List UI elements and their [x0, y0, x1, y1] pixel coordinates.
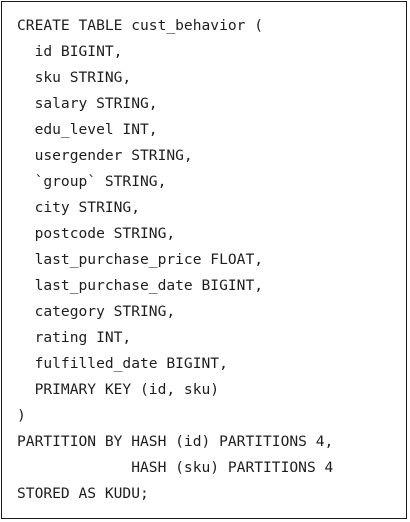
code-line-partition-by-sku: HASH (sku) PARTITIONS 4 [17, 459, 334, 476]
code-line-column-usergender: usergender STRING, [17, 147, 193, 164]
code-line-column-id: id BIGINT, [17, 43, 123, 60]
code-line-primary-key: PRIMARY KEY (id, sku) [17, 381, 220, 398]
code-line-column-sku: sku STRING, [17, 69, 132, 86]
code-line-column-city: city STRING, [17, 199, 141, 216]
code-line-column-last-purchase-date: last_purchase_date BIGINT, [17, 277, 264, 294]
code-line-column-postcode: postcode STRING, [17, 225, 176, 242]
sql-code-block: CREATE TABLE cust_behavior ( id BIGINT, … [17, 13, 333, 507]
code-line-close-paren: ) [17, 407, 26, 424]
code-line-column-fulfilled-date: fulfilled_date BIGINT, [17, 355, 228, 372]
code-line-column-rating: rating INT, [17, 329, 132, 346]
code-line-column-salary: salary STRING, [17, 95, 158, 112]
code-line-column-group: `group` STRING, [17, 173, 167, 190]
code-line-column-last-purchase-price: last_purchase_price FLOAT, [17, 251, 264, 268]
code-line-column-category: category STRING, [17, 303, 176, 320]
code-line-stored-as: STORED AS KUDU; [17, 485, 149, 502]
code-line-column-edu-level: edu_level INT, [17, 121, 158, 138]
code-line-create-table: CREATE TABLE cust_behavior ( [17, 17, 264, 34]
code-line-partition-by-id: PARTITION BY HASH (id) PARTITIONS 4, [17, 433, 334, 450]
